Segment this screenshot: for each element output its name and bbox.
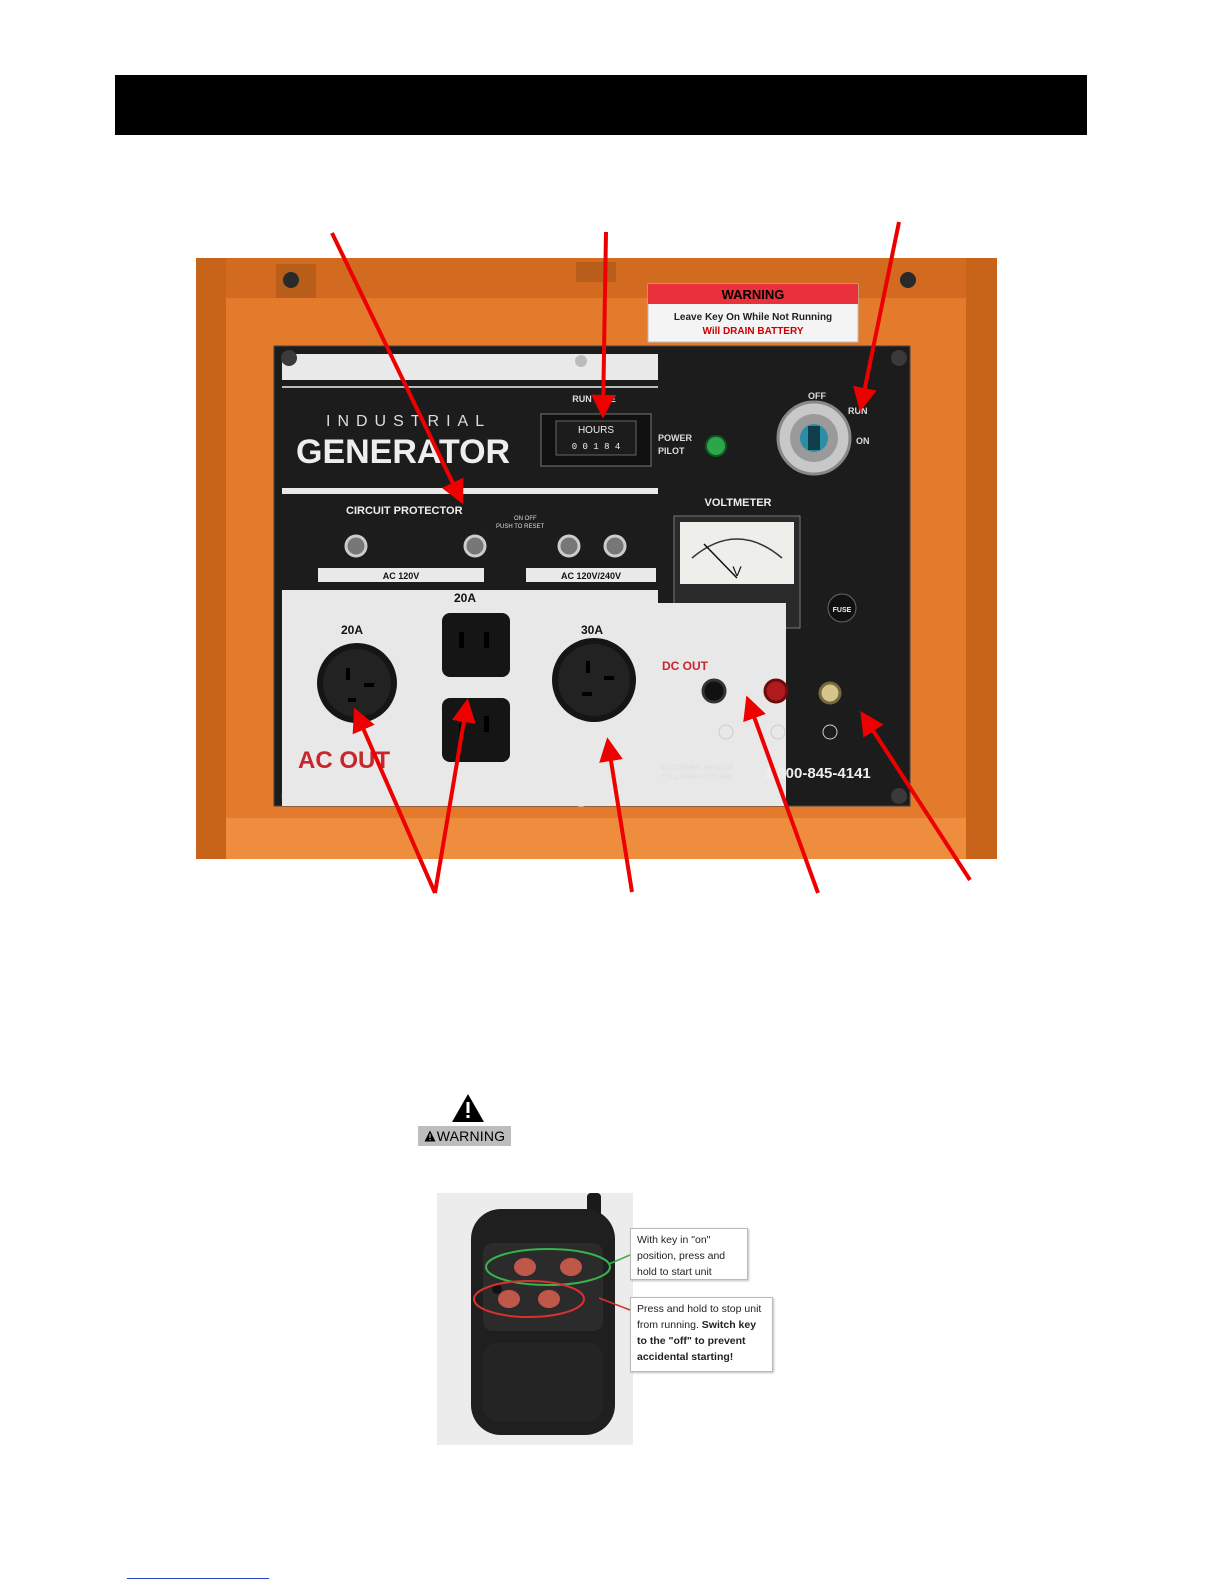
stop-callout: Press and hold to stop unit from running…: [630, 1297, 773, 1372]
svg-text:AC 120V: AC 120V: [383, 571, 420, 581]
service-phone: 1-800-845-4141: [764, 765, 871, 782]
brand-industrial: INDUSTRIAL: [326, 413, 491, 430]
stop-callout-text: Press and hold to stop unit from running…: [637, 1303, 762, 1331]
svg-text:0 0 1 8 4: 0 0 1 8 4: [572, 442, 621, 452]
svg-text:HOURS: HOURS: [578, 425, 614, 436]
section-header-bar: [115, 75, 1087, 135]
generator-panel-photo: WARNING Leave Key On While Not Running W…: [196, 258, 997, 859]
remote-control-photo: [437, 1193, 633, 1445]
svg-text:RUN: RUN: [848, 406, 868, 416]
warning-badge-label: WARNING: [436, 1128, 506, 1144]
svg-text:30A: 30A: [581, 623, 603, 637]
warning-triangle-icon: [452, 1094, 484, 1122]
fuse-holder: FUSE: [827, 593, 857, 623]
svg-text:VOLTMETER: VOLTMETER: [704, 497, 771, 509]
svg-text:WARNING: WARNING: [722, 287, 785, 302]
svg-text:20A: 20A: [341, 623, 363, 637]
outlet-30a-twistlock: [552, 638, 636, 722]
svg-text:V: V: [732, 563, 742, 579]
svg-text:CUSTOMER SERVICE: CUSTOMER SERVICE: [661, 765, 734, 772]
warning-sticker: WARNING Leave Key On While Not Running W…: [647, 283, 859, 343]
footer-link-underline[interactable]: [127, 1578, 269, 1579]
dc-terminals: [701, 678, 842, 740]
stop-buttons: [473, 1280, 585, 1318]
svg-text:Will DRAIN BATTERY: Will DRAIN BATTERY: [702, 326, 803, 337]
outlet-20a-twistlock: [317, 643, 397, 723]
warning-badge: WARNING: [418, 1126, 511, 1146]
circuit-breakers: [344, 534, 627, 558]
svg-text:OFF: OFF: [808, 391, 826, 401]
svg-text:Leave Key On While Not Running: Leave Key On While Not Running: [674, 312, 832, 323]
brand-generator: GENERATOR: [296, 433, 510, 471]
ignition-key-switch: [776, 400, 852, 476]
start-callout: With key in "on" position, press and hol…: [630, 1228, 748, 1280]
ac-out-label: AC OUT: [298, 747, 390, 774]
svg-text:ON: ON: [856, 436, 870, 446]
svg-text:CIRCUIT PROTECTOR: CIRCUIT PROTECTOR: [346, 505, 463, 517]
hour-meter: HOURS 0 0 1 8 4: [540, 413, 652, 467]
warning-small-icon: [424, 1130, 436, 1142]
svg-text:TOLL FREE HOTLINE: TOLL FREE HOTLINE: [661, 774, 731, 781]
svg-text:PILOT: PILOT: [658, 446, 685, 456]
svg-text:ON OFF: ON OFF: [514, 516, 537, 522]
start-buttons: [485, 1248, 611, 1286]
svg-text:20A: 20A: [454, 591, 476, 605]
svg-text:FUSE: FUSE: [833, 607, 852, 614]
svg-text:POWER: POWER: [658, 433, 693, 443]
stop-callout-bold: Switch key to the "off" to prevent accid…: [637, 1319, 757, 1363]
power-pilot-light: [705, 435, 727, 457]
svg-text:PUSH TO RESET: PUSH TO RESET: [496, 524, 544, 530]
dc-out-label: DC OUT: [662, 659, 709, 673]
svg-text:RUN TIME: RUN TIME: [572, 394, 616, 404]
svg-text:AC 120V/240V: AC 120V/240V: [561, 571, 621, 581]
